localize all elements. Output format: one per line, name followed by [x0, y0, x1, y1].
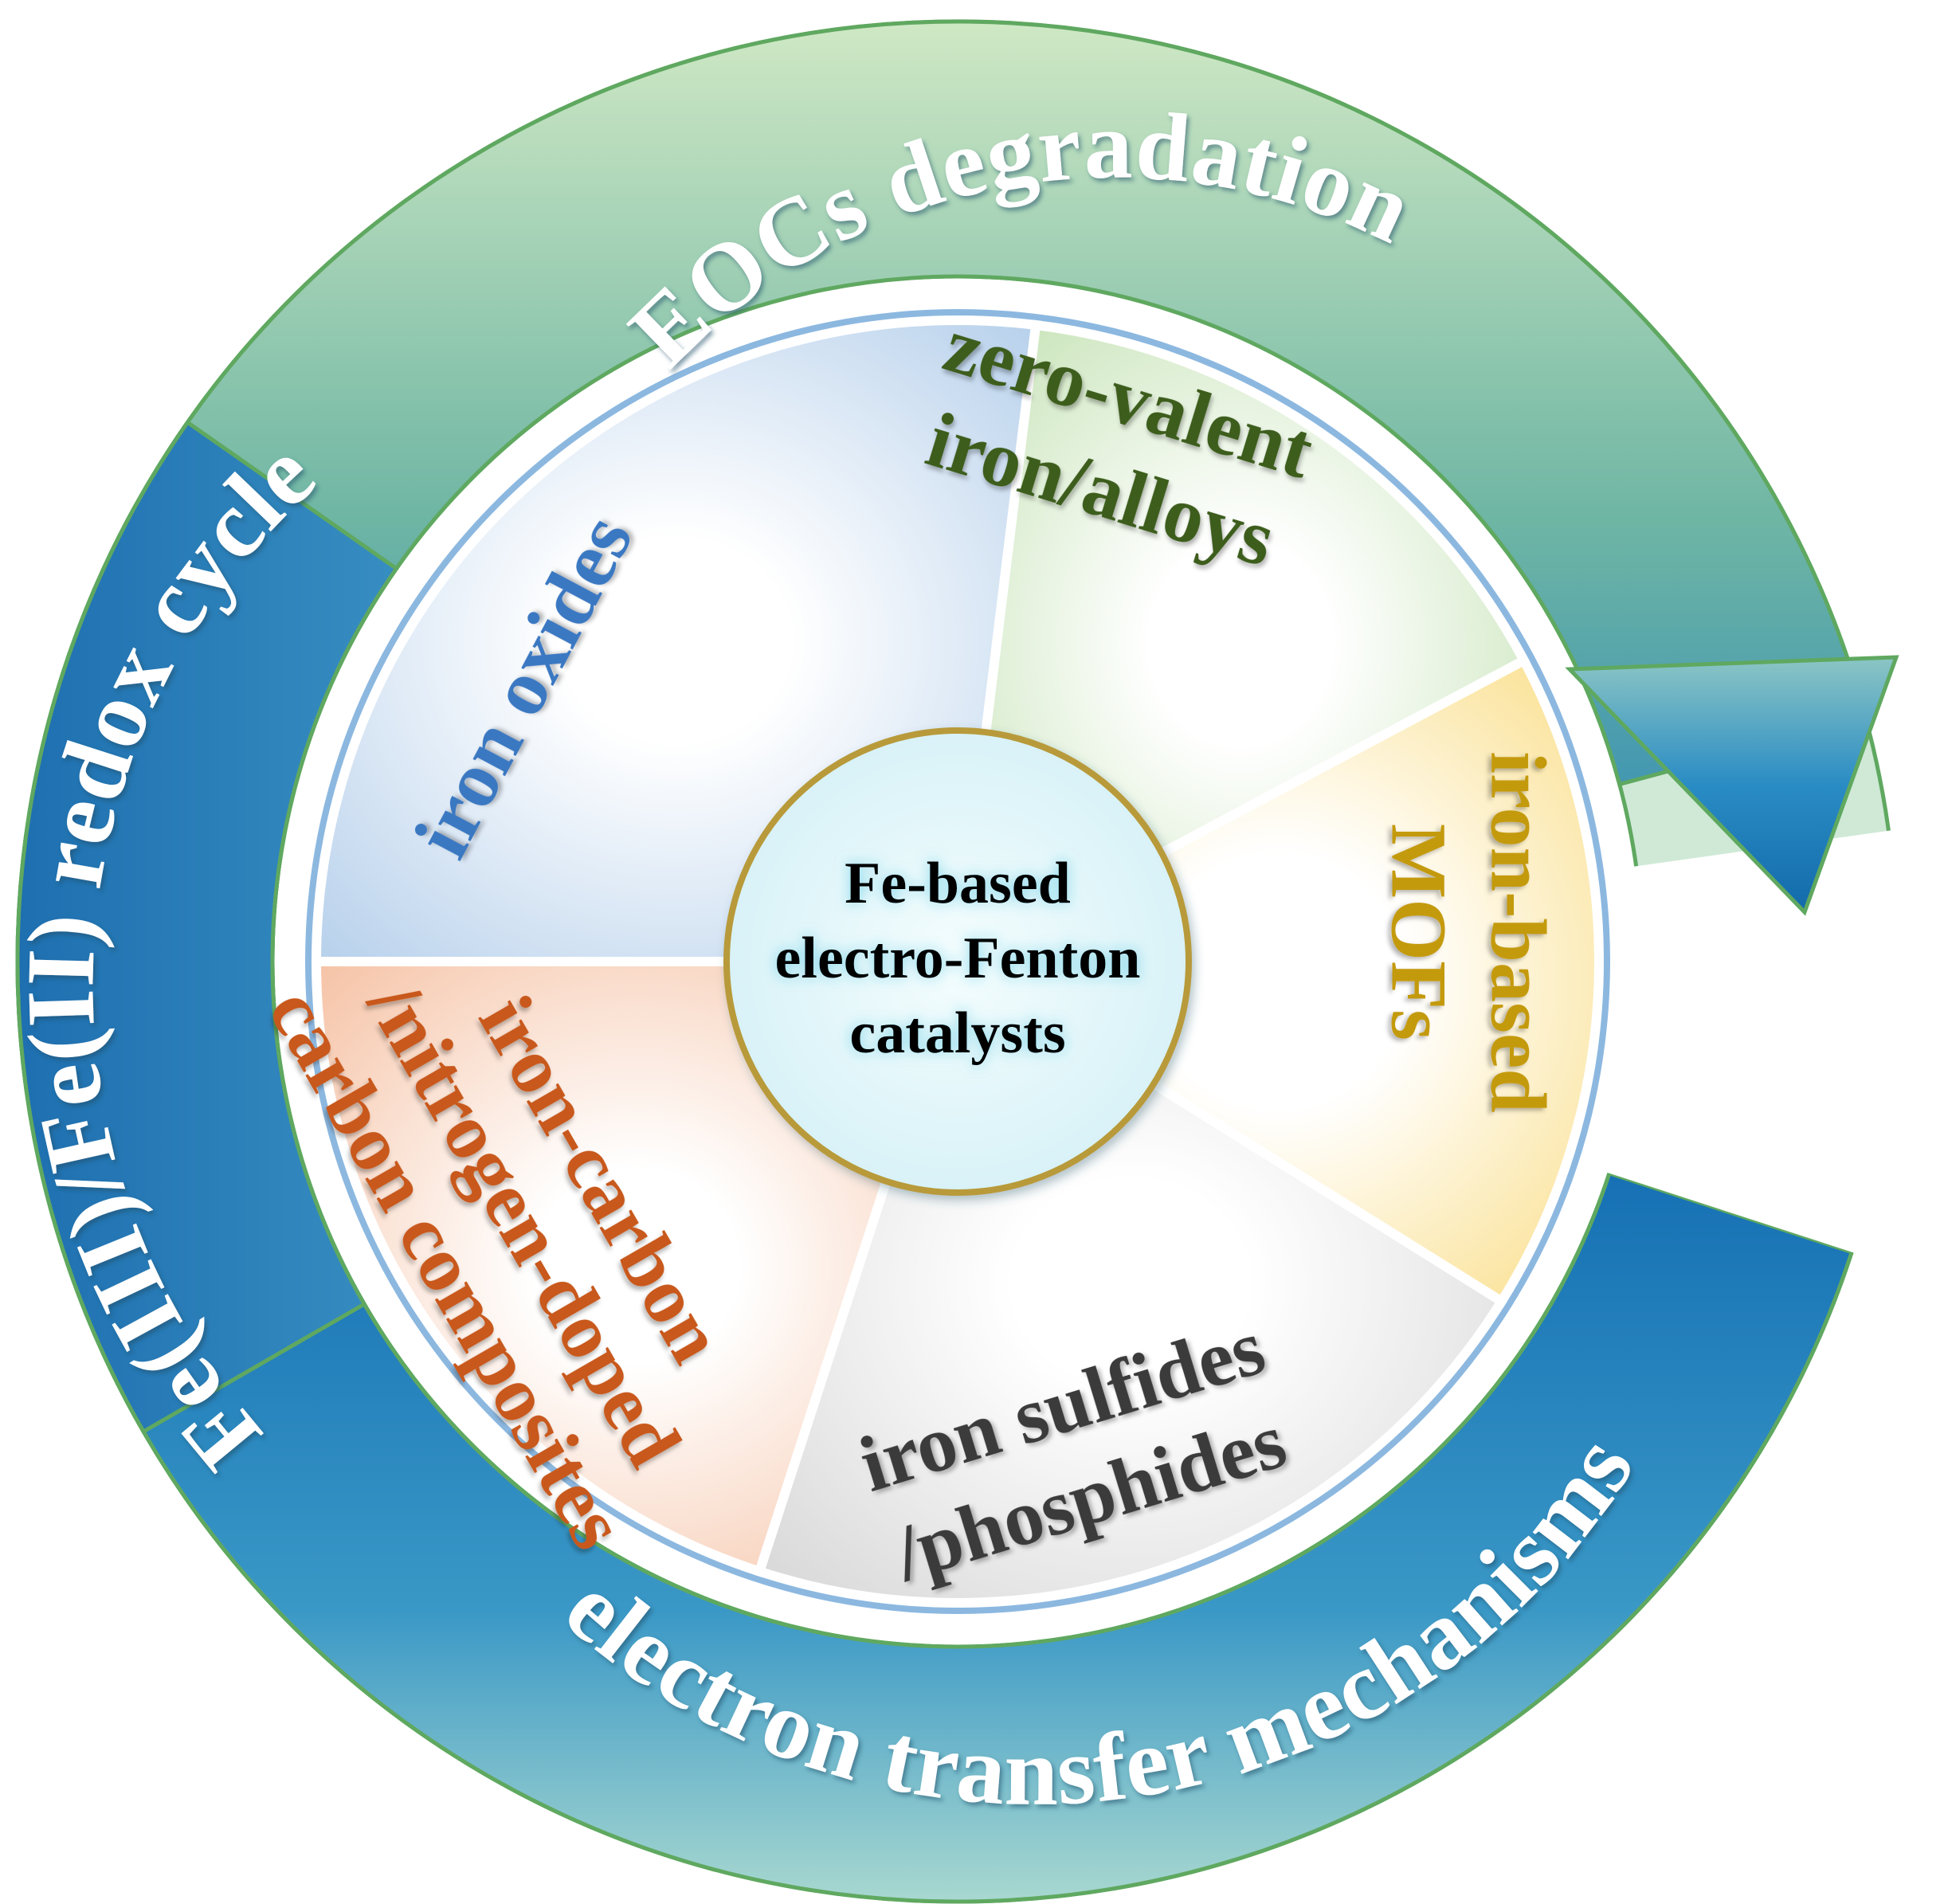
center-hub: Fe-based electro-Fenton catalysts — [723, 727, 1192, 1196]
center-label-line-1: Fe-based — [845, 851, 1071, 916]
ring-arrow-head — [1565, 655, 1899, 916]
center-circle — [723, 727, 1192, 1196]
segment-label-line: iron-based — [1475, 751, 1563, 1113]
ring-gap — [1578, 823, 1944, 1270]
center-label-line-2: electro-Fenton — [775, 926, 1141, 991]
segment-label-line: MOFs — [1375, 824, 1464, 1040]
center-label-line-3: catalysts — [849, 1001, 1065, 1066]
segment-iron-based-mofs — [948, 653, 1604, 1308]
outer-ring — [15, 18, 1944, 1904]
ring-band-bottom — [140, 1170, 1855, 1904]
